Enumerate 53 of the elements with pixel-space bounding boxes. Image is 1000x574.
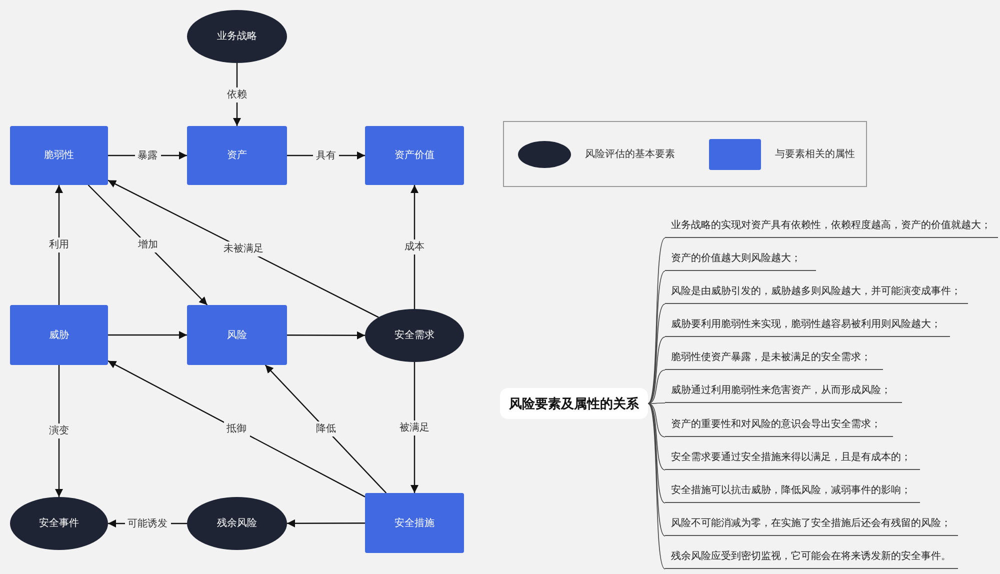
arrow <box>410 185 418 309</box>
legend-label: 与要素相关的属性 <box>775 148 855 162</box>
edge-label: 抵御 <box>224 421 250 436</box>
arrow <box>410 362 418 493</box>
attribute-box: 脆弱性 <box>10 126 108 185</box>
arrow <box>108 360 366 498</box>
edge-label: 可能诱发 <box>124 516 170 531</box>
branch-line <box>648 403 666 570</box>
branch-line <box>648 304 666 404</box>
arrow <box>287 519 365 528</box>
legend-label: 风险评估的基本要素 <box>585 148 675 162</box>
branch-line <box>648 270 666 404</box>
branch-statement: 资产的价值越大则风险越大； <box>665 247 816 271</box>
branch-statement: 脆弱性使资产暴露，是未被满足的安全需求； <box>665 346 883 370</box>
branch-statement: 资产的重要性和对风险的意识会导出安全需求； <box>665 413 893 437</box>
branch-line <box>648 336 666 404</box>
attribute-box: 资产 <box>187 126 287 185</box>
element-ellipse: 安全事件 <box>10 497 108 550</box>
element-ellipse: 业务战略 <box>187 10 287 63</box>
central-topic: 风险要素及属性的关系 <box>500 388 648 419</box>
attribute-box: 安全措施 <box>365 493 464 553</box>
arrow <box>108 180 379 318</box>
arrow <box>287 331 365 340</box>
edge-label: 具有 <box>313 148 339 163</box>
branch-statement: 业务战略的实现对资产具有依赖性，依赖程度越高，资产的价值就越大； <box>665 214 998 238</box>
branch-line <box>648 403 666 504</box>
branch-statement: 风险是由威胁引发的，威胁越多则风险越大，并可能演变成事件； <box>665 280 968 304</box>
edge-label: 暴露 <box>134 148 160 163</box>
attribute-box: 威胁 <box>10 305 108 365</box>
arrow <box>88 184 208 306</box>
branch-statement: 安全需求要通过安全措施来得以满足，且是有成本的； <box>665 446 920 470</box>
branch-line <box>648 403 666 536</box>
branch-line <box>648 238 666 404</box>
branch-line <box>648 402 666 404</box>
attribute-box: 资产价值 <box>365 126 464 185</box>
edge-label: 依赖 <box>224 87 250 102</box>
arrow <box>55 365 63 497</box>
arrow <box>264 364 387 494</box>
branch-line <box>648 403 666 470</box>
arrow <box>55 185 63 305</box>
branch-statement: 威胁要利用脆弱性来实现，脆弱性越容易被利用则风险越大； <box>665 313 950 337</box>
edge-label: 成本 <box>402 240 428 254</box>
branch-line <box>648 403 666 438</box>
branch-statement: 安全措施可以抗击威胁，降低风险，减弱事件的影响； <box>665 479 920 503</box>
branch-line <box>648 370 666 404</box>
attribute-box: 风险 <box>187 305 287 365</box>
element-ellipse: 安全需求 <box>365 309 464 362</box>
arrow <box>108 331 187 339</box>
edge-label: 演变 <box>46 424 72 438</box>
element-ellipse: 残余风险 <box>187 497 287 550</box>
branch-statement: 风险不可能消减为零，在实施了安全措施后还会有残留的风险； <box>665 512 958 536</box>
branch-statement: 威胁通过利用脆弱性来危害资产，从而形成风险； <box>665 379 902 403</box>
branch-statement: 残余风险应受到密切监视，它可能会在将来诱发新的安全事件。 <box>665 545 958 569</box>
